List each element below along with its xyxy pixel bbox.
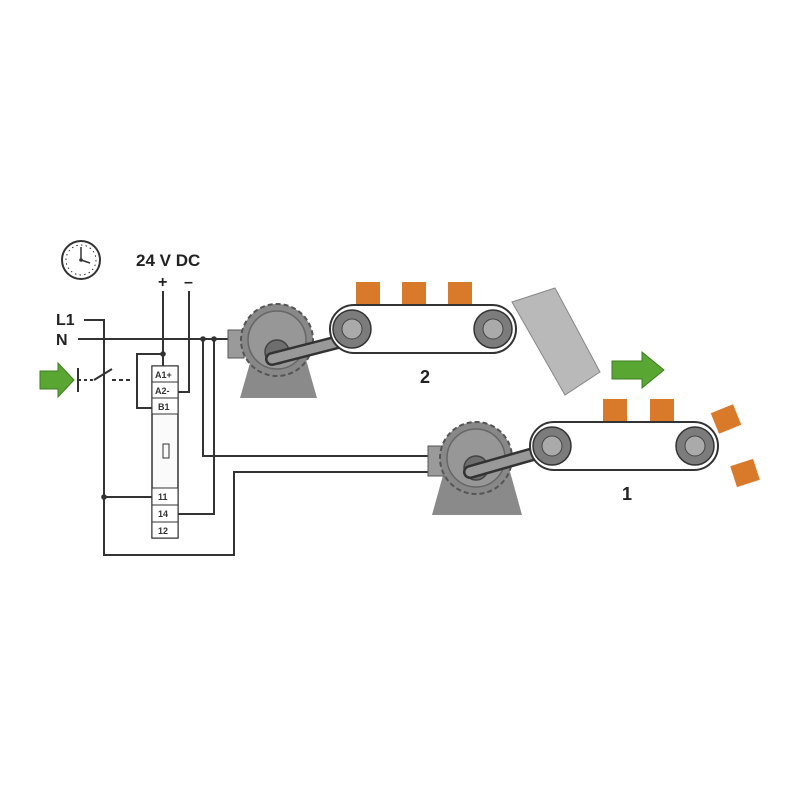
terminal-b1: B1 (158, 402, 170, 412)
conveyor-1: 1 (427, 399, 760, 515)
chute (511, 287, 601, 396)
package-icon (448, 282, 472, 304)
conveyor-1-label: 1 (622, 484, 632, 504)
conveyor-2-label: 2 (420, 367, 430, 387)
start-arrow-icon (39, 361, 79, 399)
clock-icon (61, 240, 101, 280)
package-icon (650, 399, 674, 421)
terminal-a2: A2- (155, 386, 170, 396)
wiring (78, 291, 440, 556)
neutral-label: N (56, 332, 68, 349)
timer-relay: A1+ A2- B1 11 14 12 (151, 365, 179, 539)
plus-label: + (158, 274, 167, 291)
arrow-right-icon (611, 350, 665, 390)
line-label: L1 (56, 312, 75, 329)
minus-label: – (184, 274, 193, 291)
terminal-14: 14 (158, 509, 168, 519)
package-icon (710, 404, 742, 434)
package-icon (730, 458, 760, 488)
terminal-a1: A1+ (155, 370, 172, 380)
terminal-11: 11 (158, 492, 168, 502)
conveyor-2: 2 (227, 282, 517, 398)
terminal-12: 12 (158, 526, 168, 536)
package-icon (356, 282, 380, 304)
supply-label: 24 V DC (136, 251, 200, 270)
package-icon (402, 282, 426, 304)
package-icon (603, 399, 627, 421)
